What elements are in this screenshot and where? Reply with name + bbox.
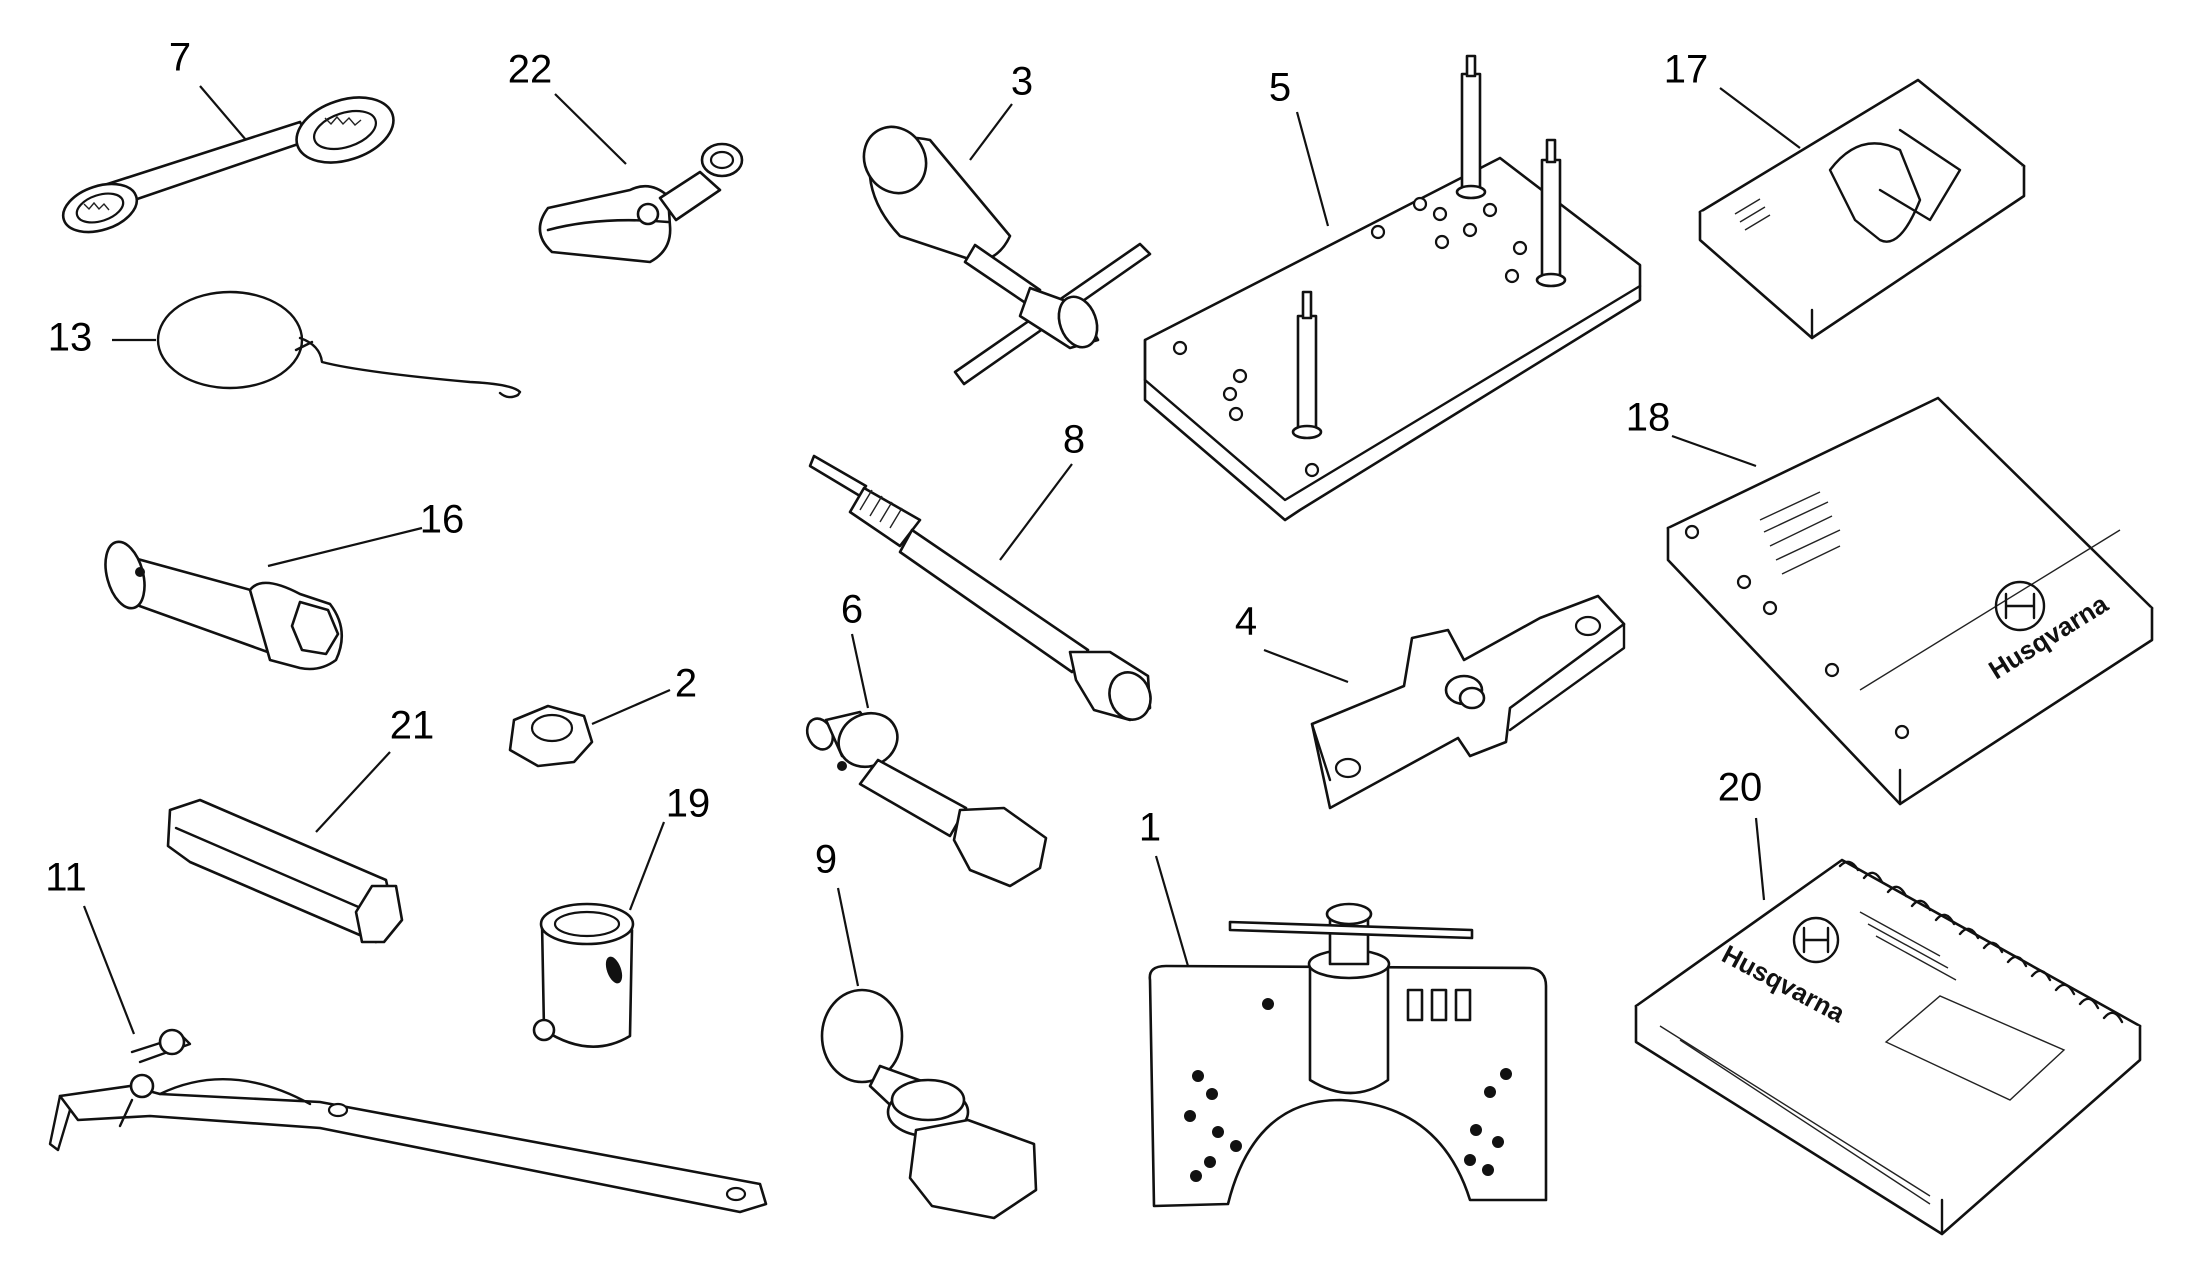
leader-3 [969, 103, 1013, 161]
callout-11: 11 [45, 856, 87, 900]
workshop-manual-drawing: Husqvarna [1666, 396, 2154, 806]
callout-2: 2 [675, 662, 697, 706]
small-manual-drawing [1698, 78, 2026, 340]
tool-pouch-drawing [538, 142, 744, 264]
callout-17: 17 [1664, 48, 1709, 92]
bolt-tool-drawing [805, 710, 1048, 888]
leader-22 [554, 93, 627, 165]
callout-13: 13 [48, 316, 93, 360]
callout-7: 7 [169, 36, 191, 80]
leader-21 [315, 751, 391, 833]
callout-19: 19 [666, 782, 711, 826]
leader-18 [1671, 434, 1757, 468]
threaded-spindle-drawing [808, 454, 1152, 722]
hex-bar-drawing [166, 798, 404, 944]
leader-2 [591, 688, 671, 726]
callout-9: 9 [815, 838, 837, 882]
box-spanner-drawing [104, 540, 344, 671]
ring-spanner-drawing [61, 96, 395, 234]
leader-20 [1754, 817, 1766, 901]
pin-wrench-drawing [48, 1028, 768, 1214]
callout-5: 5 [1269, 66, 1291, 110]
leader-5 [1295, 111, 1330, 227]
callout-22: 22 [508, 48, 553, 92]
callout-6: 6 [841, 588, 863, 632]
press-base-drawing [1148, 902, 1548, 1208]
sleeve-drawing [532, 902, 635, 1048]
leader-1 [1154, 855, 1190, 967]
leader-11 [82, 905, 136, 1035]
leader-16 [267, 526, 423, 568]
leader-7 [199, 85, 247, 141]
callout-20: 20 [1718, 766, 1763, 810]
bracket-plate-drawing [1310, 594, 1626, 810]
leader-4 [1263, 648, 1349, 684]
leader-17 [1719, 87, 1801, 149]
callout-18: 18 [1626, 396, 1671, 440]
callout-1: 1 [1139, 806, 1161, 850]
callout-3: 3 [1011, 60, 1033, 104]
wire-hook-drawing [156, 290, 522, 399]
leader-9 [836, 887, 860, 987]
callout-4: 4 [1235, 600, 1257, 644]
callout-16: 16 [420, 498, 465, 542]
callout-8: 8 [1063, 418, 1085, 462]
hex-nut-drawing [508, 704, 594, 768]
spiral-notebook-drawing: Husqvarna [1634, 858, 2142, 1236]
leader-19 [628, 821, 666, 911]
pin-plate-drawing [1143, 54, 1642, 522]
leader-6 [850, 633, 870, 709]
t-handle-puller-drawing [862, 125, 1152, 386]
callout-21: 21 [390, 704, 435, 748]
leader-8 [999, 463, 1073, 561]
puller-bolt-drawing [820, 988, 1038, 1220]
